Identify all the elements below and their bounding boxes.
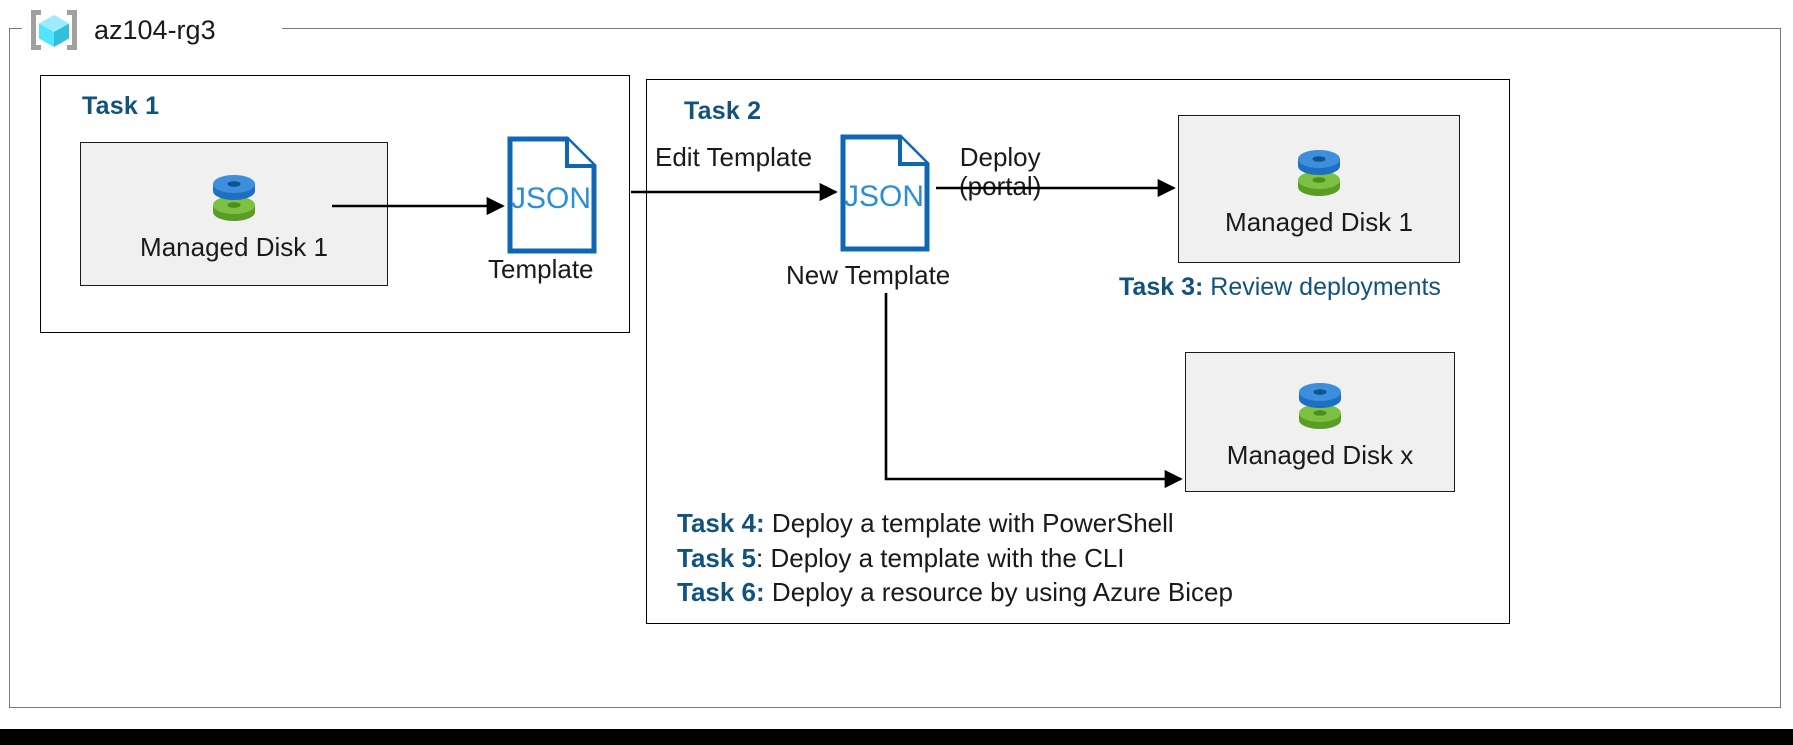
new-template-caption: New Template (786, 260, 951, 290)
deploy-arrow-label-line2: (portal) (959, 171, 1042, 202)
managed-disk-icon (206, 166, 262, 228)
task-1-heading: Task 1 (82, 92, 160, 120)
json-doc-text-1: JSON (511, 182, 591, 215)
task-list-item: Task 5: Deploy a template with the CLI (677, 541, 1233, 576)
managed-disk-1-deployed-label: Managed Disk 1 (1225, 206, 1413, 237)
json-document-icon-new-template: JSON (840, 134, 930, 257)
task-3-caption: Task 3: Review deployments (1119, 273, 1441, 302)
task-4-description: Deploy a template with PowerShell (764, 508, 1174, 538)
managed-disk-icon (1291, 141, 1347, 203)
task-list: Task 4: Deploy a template with PowerShel… (677, 506, 1233, 610)
template-caption: Template (488, 254, 594, 284)
managed-disk-1-deployed-box: Managed Disk 1 (1178, 115, 1460, 263)
task-5-tag: Task 5 (677, 542, 757, 573)
managed-disk-x-box: Managed Disk x (1185, 352, 1455, 492)
task-6-description: Deploy a resource by using Azure Bicep (764, 577, 1233, 608)
json-document-icon-template: JSON (507, 136, 597, 259)
managed-disk-1-source-label: Managed Disk 1 (140, 231, 328, 262)
task-5-description: : Deploy a template with the CLI (756, 542, 1125, 573)
task-3-description: Review deployments (1203, 273, 1441, 301)
resource-group-header: az104-rg3 (28, 5, 216, 55)
task-list-item: Task 4: Deploy a template with PowerShel… (677, 506, 1233, 541)
task-2-heading: Task 2 (684, 97, 762, 125)
edit-template-arrow-label: Edit Template (655, 142, 813, 172)
task-4-tag: Task 4: (677, 508, 765, 538)
deploy-arrow-label: Deploy (portal) (959, 142, 1042, 202)
resource-group-name: az104-rg3 (94, 14, 216, 45)
task-3-tag: Task 3: (1119, 273, 1204, 301)
bottom-bar (0, 729, 1793, 745)
deploy-arrow-label-line1: Deploy (959, 142, 1041, 172)
json-doc-text-2: JSON (844, 180, 924, 213)
azure-resource-group-icon (28, 7, 80, 53)
task-list-item: Task 6: Deploy a resource by using Azure… (677, 575, 1233, 610)
managed-disk-1-source-box: Managed Disk 1 (80, 142, 388, 286)
managed-disk-icon (1292, 374, 1348, 436)
managed-disk-x-label: Managed Disk x (1226, 439, 1414, 470)
task-6-tag: Task 6: (677, 577, 765, 608)
